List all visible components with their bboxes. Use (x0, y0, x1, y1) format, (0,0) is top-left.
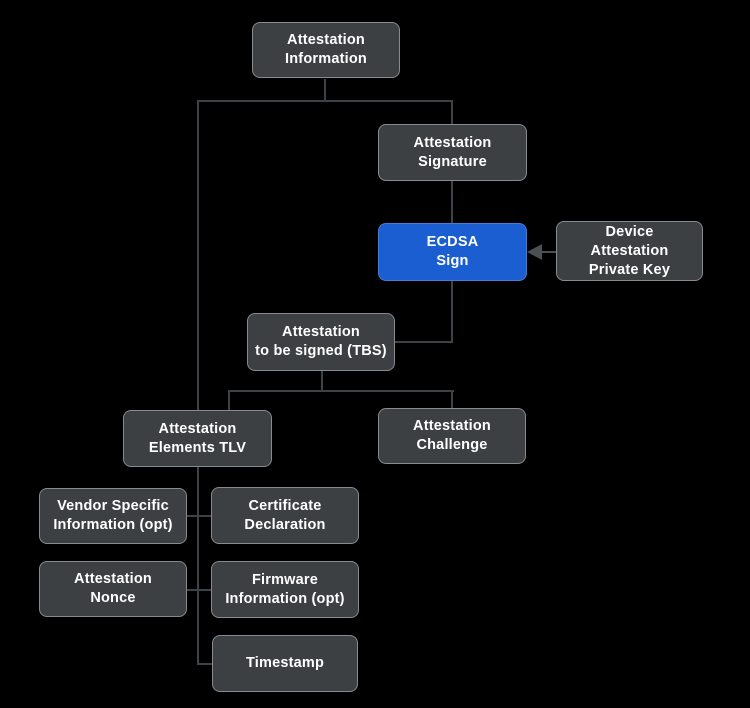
node-label-line: Signature (418, 153, 487, 170)
arrow-key-to-ecdsa-line (540, 251, 556, 253)
node-label-line: Sign (436, 253, 469, 269)
connector-to-challenge (451, 390, 453, 408)
node-label-line: Information (opt) (225, 590, 345, 607)
node-label-line: Information (285, 51, 367, 67)
node-device-attestation-private-key: Device Attestation Private Key (556, 221, 703, 281)
node-ecdsa-sign: ECDSA Sign (378, 223, 527, 281)
node-timestamp: Timestamp (212, 635, 358, 692)
connector-tbs-drop (321, 371, 323, 392)
node-label-line: Device (605, 223, 654, 240)
node-label-line: Declaration (244, 516, 326, 533)
node-attestation-signature: Attestation Signature (378, 124, 527, 181)
node-label-line: Vendor Specific (57, 498, 169, 514)
node-label-line: Attestation (158, 420, 237, 437)
node-attestation-nonce: Attestation Nonce (39, 561, 187, 617)
node-attestation-elements-tlv: Attestation Elements TLV (123, 410, 272, 467)
node-attestation-tbs: Attestation to be signed (TBS) (247, 313, 395, 371)
node-vendor-specific-information: Vendor Specific Information (opt) (39, 488, 187, 544)
node-label-line: Attestation (413, 418, 491, 434)
node-firmware-information: Firmware Information (opt) (211, 561, 359, 618)
connector-row1-stub (187, 515, 211, 517)
connector-ecdsa-drop (451, 281, 453, 343)
connector-info-split (197, 100, 453, 102)
node-attestation-information: Attestation Information (252, 22, 400, 78)
node-label-line: Information (opt) (53, 517, 173, 533)
arrowhead-left-icon (527, 244, 542, 260)
connector-signature-to-ecdsa (451, 181, 453, 223)
connector-ecdsa-to-tbs (395, 341, 453, 343)
node-label-line: Attestation (413, 134, 492, 151)
node-label-line: Attestation (287, 32, 365, 48)
node-label-line: to be signed (TBS) (255, 343, 387, 359)
connector-tbs-split (228, 390, 454, 392)
node-label-line: Elements TLV (148, 439, 247, 456)
node-label-line: Timestamp (245, 655, 325, 671)
node-label-line: Attestation (282, 324, 360, 340)
connector-elements-trunk (197, 467, 199, 665)
connector-timestamp-stub (197, 663, 212, 665)
connector-to-signature (451, 100, 453, 124)
node-label-line: Challenge (416, 437, 488, 453)
node-label-line: Nonce (90, 590, 136, 606)
connector-to-elements-tlv (228, 390, 230, 410)
node-label-line: Attestation (74, 571, 152, 587)
node-label-line: Certificate (248, 497, 322, 514)
node-certificate-declaration: Certificate Declaration (211, 487, 359, 544)
node-label-line: Firmware (251, 571, 319, 588)
node-label-line: Private Key (588, 261, 671, 278)
node-label-line: ECDSA (426, 234, 479, 250)
connector-info-drop (324, 79, 326, 101)
connector-row2-stub (187, 589, 211, 591)
node-attestation-challenge: Attestation Challenge (378, 408, 526, 464)
node-label-line: Attestation (590, 242, 669, 259)
connector-left-trunk (197, 100, 199, 410)
